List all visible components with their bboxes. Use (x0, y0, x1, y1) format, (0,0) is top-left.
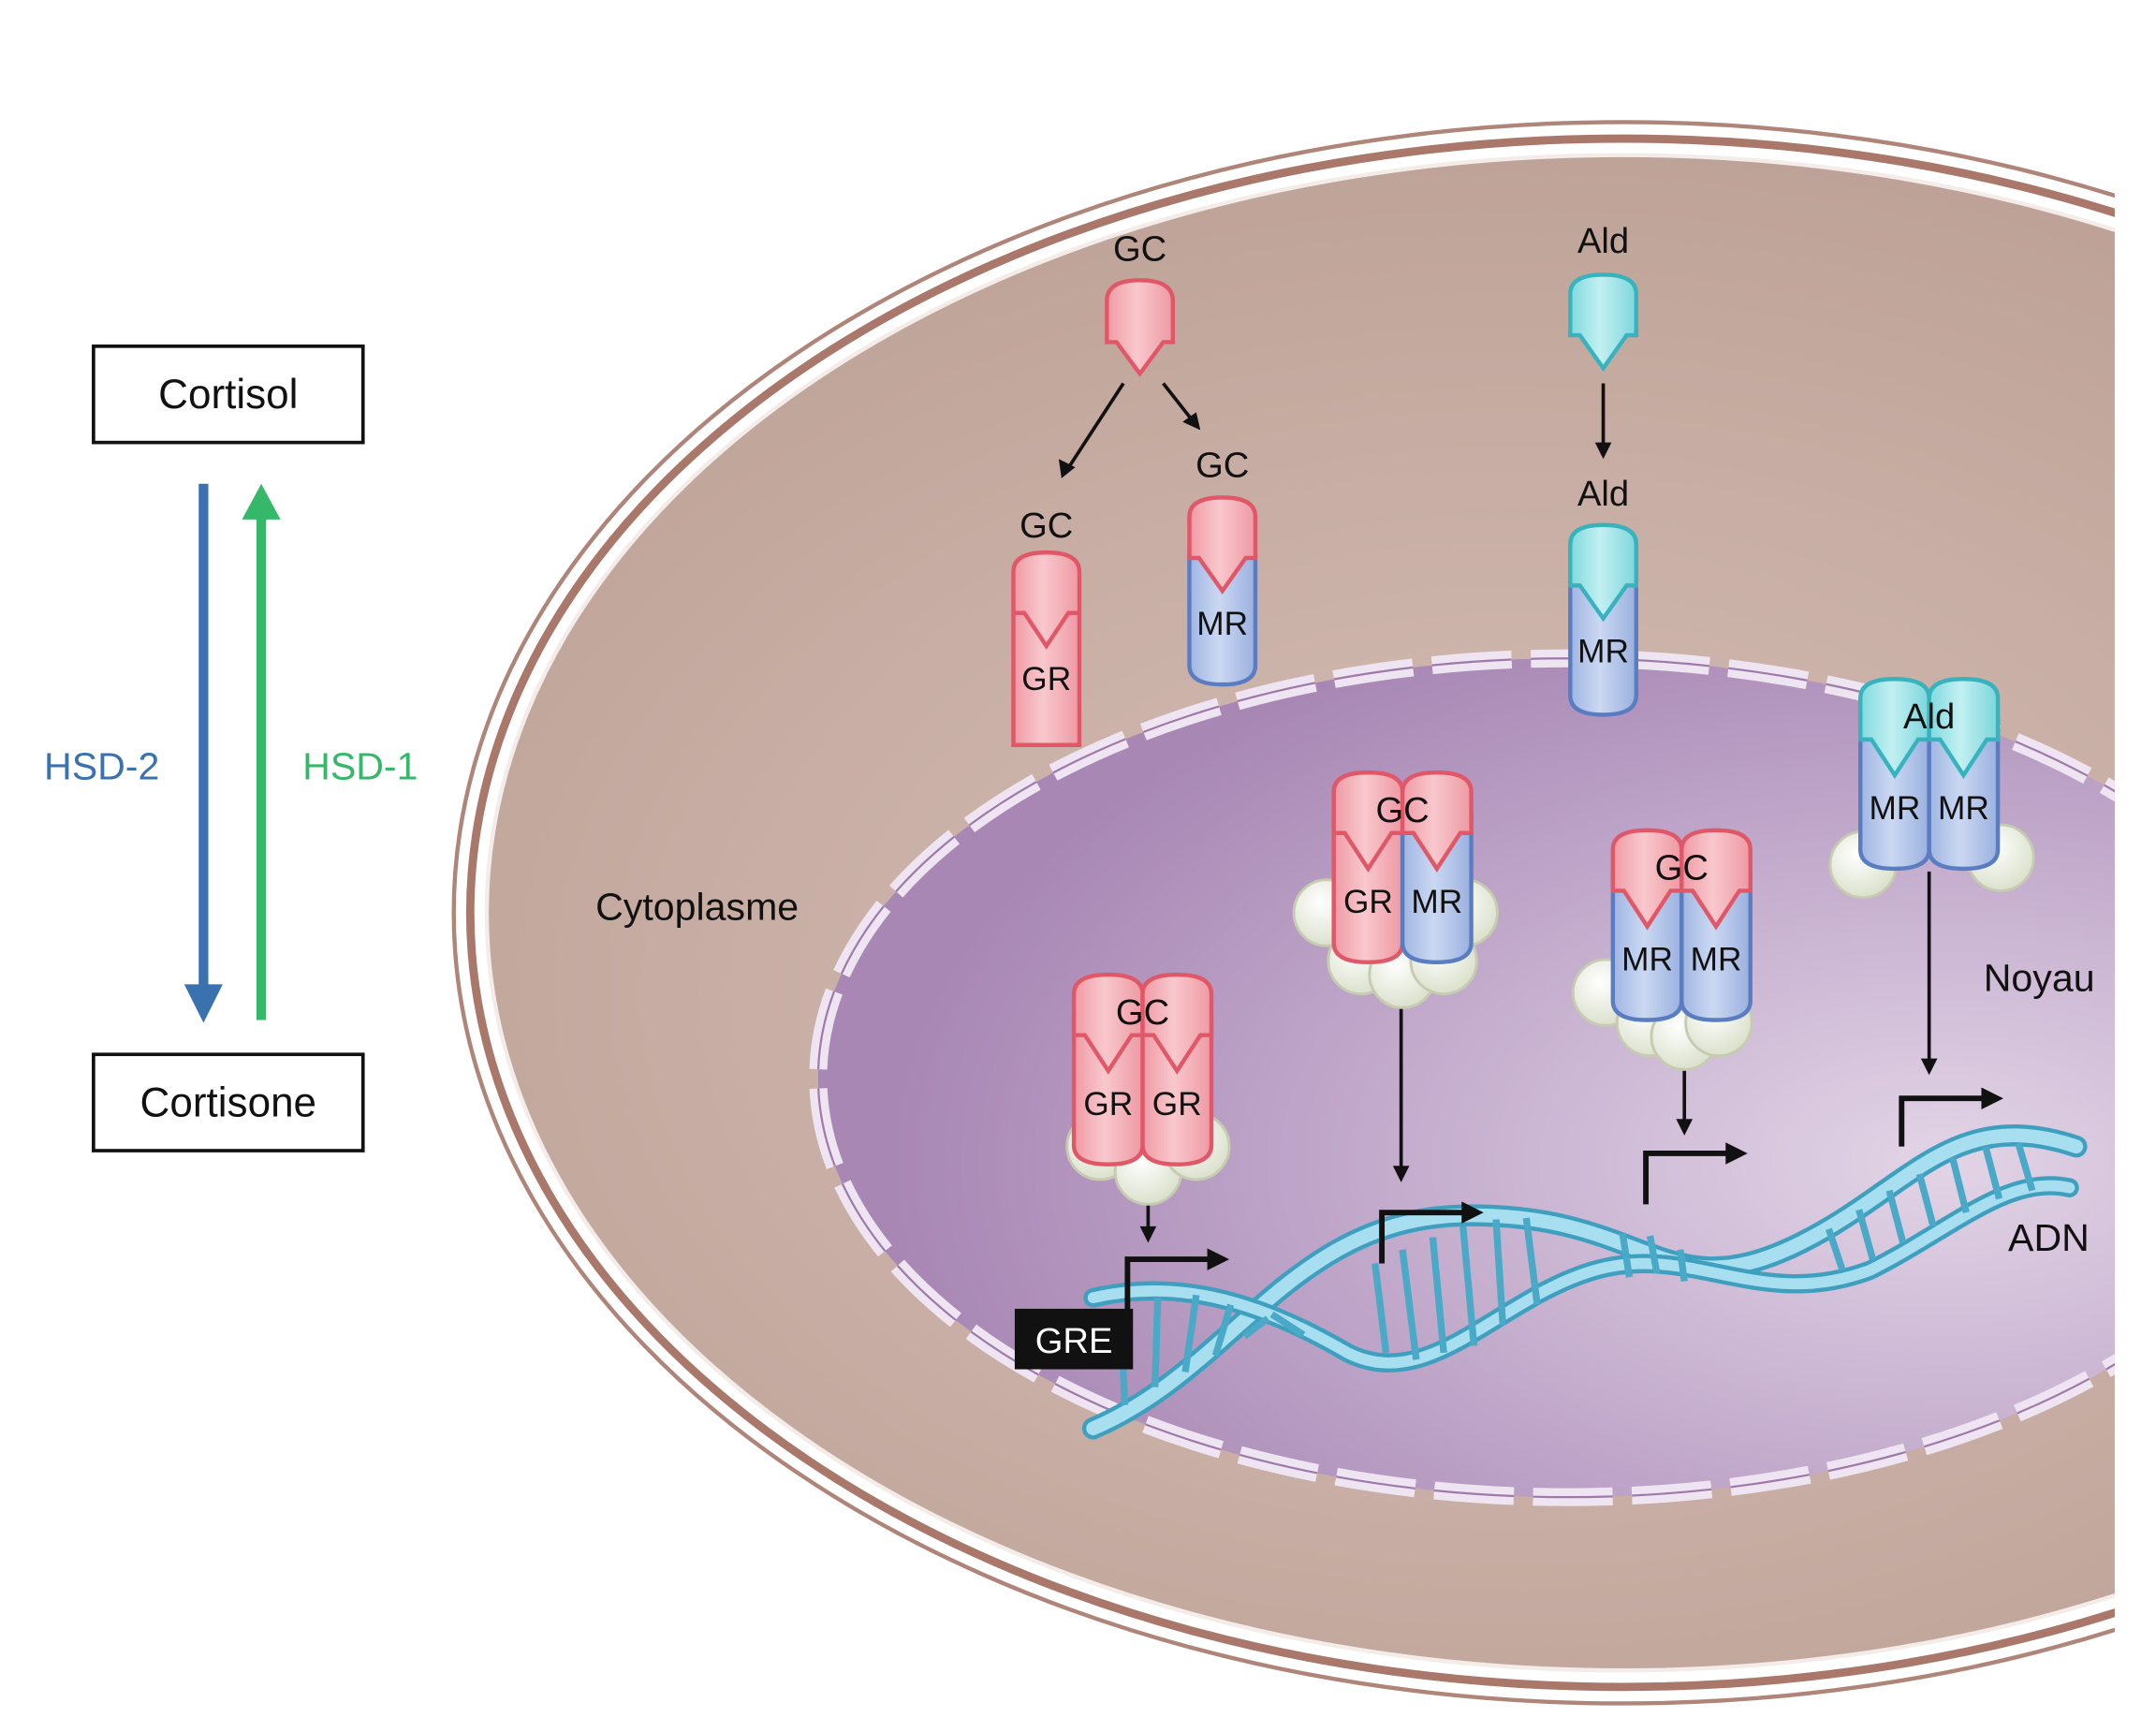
dna-rung (1885, 1189, 1907, 1244)
dna-rung (1949, 1156, 1970, 1214)
receptor-label: MR (1621, 942, 1673, 978)
receptor-subunit (1400, 811, 1474, 965)
dna-rung (1151, 1298, 1162, 1387)
mr-label: MR (1577, 634, 1629, 670)
hsd1-label: HSD-1 (302, 744, 418, 787)
dna-rung (1677, 1249, 1688, 1283)
dna-rung (1492, 1219, 1507, 1326)
cortisol-label: Cortisol (158, 372, 298, 418)
receptor-label: MR (1411, 884, 1462, 920)
ligand-subunit (1140, 972, 1214, 1075)
ligand-label: GC (1375, 790, 1429, 830)
dna-rung (1825, 1227, 1846, 1271)
dna-rung (1211, 1303, 1235, 1357)
receptor-label: MR (1938, 790, 1989, 827)
ald-mr-monomer: MR (1568, 522, 1639, 717)
ligand-subunit (1610, 828, 1684, 931)
hsd2-label: HSD-2 (44, 744, 159, 787)
gre-label: GRE (1035, 1321, 1113, 1361)
gc-ligand (1105, 278, 1176, 377)
gc-mr-ligand-label: GC (1195, 445, 1249, 485)
cell: Cytoplasme Noyau ADN GRE (451, 120, 2115, 1706)
dna-rung (1241, 1315, 1270, 1340)
dna-rung (1459, 1226, 1478, 1346)
dna-rung (1429, 1237, 1447, 1354)
receptor-subunit (1140, 1013, 1214, 1167)
nucleus-label: Noyau (1984, 957, 2095, 1000)
transcription-arrow-1 (1124, 1256, 1210, 1326)
cortisol-box (92, 344, 365, 445)
ligand-label: GC (1116, 992, 1169, 1033)
hsd2-arrow (183, 483, 223, 1023)
dna-helix (1081, 1124, 2088, 1440)
transcription-arrow-3 (1643, 1151, 1729, 1205)
dna-rung (1915, 1173, 1937, 1227)
hsd1-arrow (242, 483, 281, 1020)
receptor-label: MR (1691, 942, 1742, 978)
cytoplasm-label: Cytoplasme (595, 885, 799, 928)
gc-gr-ligand-label: GC (1019, 506, 1073, 546)
receptor-dimer-ald-mr-mr: MR MR Ald (1828, 677, 2035, 900)
dna-rung (2015, 1142, 2036, 1192)
dna-rung (1522, 1217, 1541, 1305)
transcription-arrows (1124, 1095, 1985, 1326)
dna-rung (1399, 1249, 1420, 1360)
ald-ligand (1568, 272, 1639, 373)
receptor-dimer-gc-mr-mr: MR MR GC (1571, 828, 1753, 1071)
dna-rung (1982, 1145, 2003, 1200)
ligand-subunit (1400, 770, 1474, 873)
dna-rung (1269, 1311, 1306, 1338)
ligand-subunit (1858, 677, 1931, 780)
left-panel: Cortisol Cortisone HSD-2 HSD-1 (44, 344, 418, 1152)
receptor-label: MR (1870, 790, 1921, 827)
ald-mr-ligand-label: Ald (1577, 474, 1629, 514)
ald-free-label: Ald (1577, 221, 1629, 261)
dna-rung (1646, 1235, 1661, 1274)
dna-rung (1855, 1209, 1876, 1261)
receptor-subunit (1679, 869, 1753, 1022)
receptor-dimer-gc-gr-gr: GR GR GC (1065, 972, 1231, 1206)
cell-membrane (466, 134, 2115, 1692)
cortisone-label: Cortisone (140, 1079, 317, 1125)
receptor-label: GR (1343, 884, 1393, 920)
dna-rung (1371, 1263, 1390, 1354)
mr-label: MR (1196, 606, 1248, 642)
gre-box (1014, 1308, 1134, 1370)
dna-rung (1181, 1294, 1200, 1373)
ligand-subunit (1927, 677, 2001, 780)
dna-label: ADN (2008, 1216, 2090, 1259)
receptor-label: GR (1083, 1086, 1133, 1123)
transcription-arrow-2 (1379, 1210, 1465, 1264)
ligand-subunit (1071, 972, 1145, 1075)
ligand-subunit (1679, 828, 1753, 931)
gc-gr-monomer: GR (1011, 550, 1082, 747)
dna-rung (1619, 1232, 1634, 1278)
ligand-label: GC (1655, 848, 1709, 888)
gc-mr-monomer: MR (1187, 495, 1258, 687)
receptor-label: GR (1152, 1086, 1202, 1123)
gc-free-label: GC (1113, 229, 1166, 270)
ligand-label: Ald (1903, 697, 1955, 737)
gr-label: GR (1021, 661, 1071, 697)
cortisone-box (92, 1052, 365, 1152)
receptor-subunit (1927, 718, 2001, 872)
transcription-arrow-4 (1899, 1095, 1985, 1147)
ligand-subunit (1331, 770, 1405, 873)
receptor-dimer-gc-gr-mr: GR MR GC (1292, 770, 1499, 1009)
